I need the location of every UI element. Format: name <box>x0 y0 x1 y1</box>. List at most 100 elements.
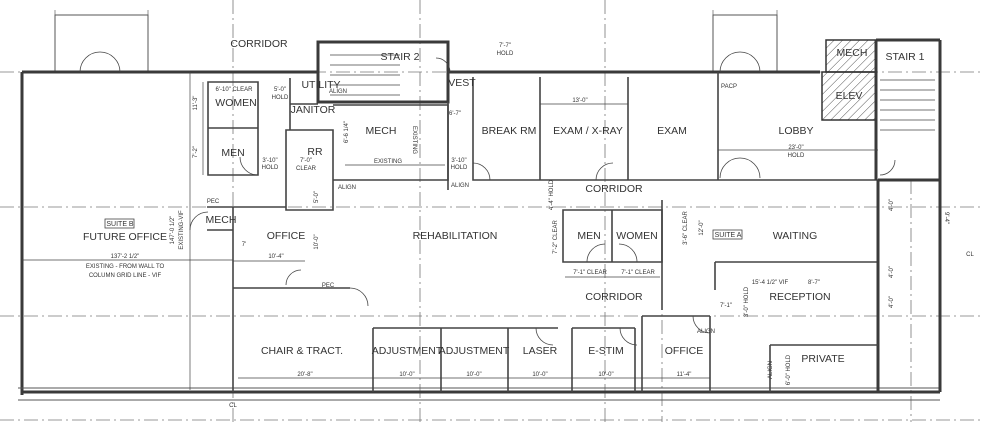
note: 7'-1" CLEAR <box>621 270 655 276</box>
label-estim: E-STIM <box>588 345 624 357</box>
note: PEC <box>207 199 220 205</box>
note: 4'-0" <box>889 199 895 211</box>
note: 3'-6" CLEAR <box>683 211 689 245</box>
label-utility: UTILITY <box>301 79 340 91</box>
note: 3'-0" HOLD <box>744 286 750 317</box>
suite-a-tag <box>712 229 743 240</box>
stair-1-treads <box>880 79 935 131</box>
note: 10'-0" <box>466 372 481 378</box>
label-vest: VEST <box>448 77 476 89</box>
label-exam-xray: EXAM / X-RAY <box>553 125 623 137</box>
note: HOLD <box>451 165 468 171</box>
note: 13'-0" <box>572 98 587 104</box>
label-women-2: WOMEN <box>616 230 657 242</box>
note: 9'-4" <box>943 212 949 224</box>
label-future-office: FUTURE OFFICE <box>83 231 167 243</box>
doors <box>79 51 896 346</box>
note: PEC <box>322 283 335 289</box>
note: 7'-1" CLEAR <box>573 270 607 276</box>
note: ALIGN <box>697 329 715 335</box>
note: 3'-10" <box>451 158 466 164</box>
label-janitor: JANITOR <box>291 104 336 116</box>
note: 7'-7" <box>499 43 511 49</box>
note: 6'-6 1/4" <box>344 121 350 143</box>
note: HOLD <box>497 51 514 57</box>
note: HOLD <box>788 153 805 159</box>
label-break-rm: BREAK RM <box>482 125 537 137</box>
room-labels: CORRIDOR UTILITY STAIR 2 VEST JANITOR WO… <box>83 38 925 365</box>
note: 5'-0" <box>274 87 286 93</box>
label-exam: EXAM <box>657 125 687 137</box>
note: 7'-2" <box>193 146 199 158</box>
label-reception: RECEPTION <box>769 291 830 303</box>
dimension-notes: 6'-10" CLEAR 5'-0" HOLD 11'-3" 7'-2" 3'-… <box>86 43 975 409</box>
label-mech-1: MECH <box>366 125 397 137</box>
label-laser: LASER <box>523 345 558 357</box>
note: 4'-0" <box>889 266 895 278</box>
label-adjustment-2: ADJUSTMENT <box>439 345 510 357</box>
label-office-1: OFFICE <box>267 230 306 242</box>
label-stair-1: STAIR 1 <box>886 51 925 63</box>
label-suite-b: SUITE B <box>106 221 134 228</box>
note: ALIGN <box>329 89 347 95</box>
note: EXISTING <box>374 159 402 165</box>
label-mech-top: MECH <box>837 47 868 59</box>
label-men-1: MEN <box>221 147 244 159</box>
note: 137'-2 1/2" <box>111 254 140 260</box>
label-women-1: WOMEN <box>215 97 256 109</box>
note: 11'-3" <box>193 96 199 111</box>
note: COLUMN GRID LINE - VIF <box>89 273 162 279</box>
note: 4'-0" <box>889 296 895 308</box>
note: 20'-8" <box>297 372 312 378</box>
label-corridor-low: CORRIDOR <box>585 291 643 303</box>
note: 7'-1" <box>720 303 732 309</box>
label-corridor-top: CORRIDOR <box>230 38 288 50</box>
note: 8'-7" <box>808 280 820 286</box>
note: 12'-0" <box>699 220 705 235</box>
exterior-canopies <box>54 14 778 72</box>
note: EXISTING <box>411 126 417 154</box>
label-mech-2: MECH <box>206 214 237 226</box>
stair-2-treads <box>330 54 400 96</box>
note: 6'-7" <box>449 111 461 117</box>
note: ALIGN <box>768 361 774 379</box>
label-lobby: LOBBY <box>778 125 813 137</box>
label-elev: ELEV <box>836 90 863 102</box>
note: 23'-0" <box>788 145 803 151</box>
note: ALIGN <box>338 185 356 191</box>
note: 10'-0" <box>532 372 547 378</box>
note: 6'-0" HOLD <box>786 354 792 385</box>
walls <box>18 38 942 401</box>
label-private: PRIVATE <box>801 353 844 365</box>
note: 10'-0" <box>598 372 613 378</box>
note: 7'-2" CLEAR <box>553 220 559 254</box>
dimension-lines <box>22 82 878 379</box>
note: 10'-0" <box>314 234 320 249</box>
note: CLEAR <box>296 166 317 172</box>
grid-centerline-marker: CL <box>229 403 237 409</box>
note: HOLD <box>262 165 279 171</box>
label-adjustment-1: ADJUSTMENT <box>372 345 443 357</box>
note: 10'-0" <box>399 372 414 378</box>
label-rehabilitation: REHABILITATION <box>413 230 498 242</box>
note: ALIGN <box>451 183 469 189</box>
label-men-2: MEN <box>577 230 600 242</box>
label-chair-tract: CHAIR & TRACT. <box>261 345 343 357</box>
note: HOLD <box>272 95 289 101</box>
note: 7'-0" <box>300 158 312 164</box>
note: EXISTING - FROM WALL TO <box>86 264 165 270</box>
label-corridor-mid: CORRIDOR <box>585 183 643 195</box>
note: PACP <box>721 84 737 90</box>
note: 6'-10" CLEAR <box>216 87 254 93</box>
note: EXISTING-VIF <box>179 210 185 250</box>
grid-centerline-marker: CL <box>966 252 974 258</box>
note: 4'-4" HOLD <box>549 179 555 210</box>
label-rr: RR <box>307 146 323 158</box>
note: 147'-0 1/2" <box>170 216 176 245</box>
label-stair-2: STAIR 2 <box>381 51 420 63</box>
note: 11'-4" <box>677 372 692 378</box>
label-waiting: WAITING <box>773 230 818 242</box>
note: 10'-4" <box>268 254 283 260</box>
note: 3'-10" <box>262 158 277 164</box>
